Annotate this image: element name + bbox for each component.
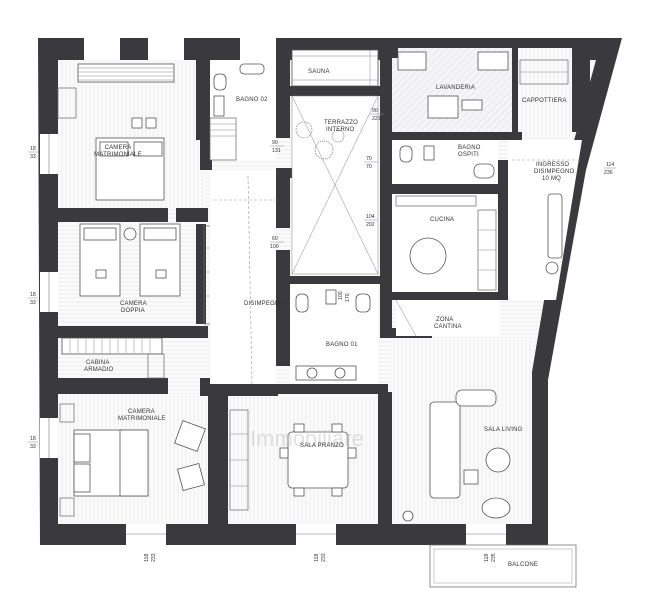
dim-bottom-1-top: 118 <box>144 554 150 562</box>
label-camera-doppia-b: DOPPIA <box>121 308 145 314</box>
label-bagno-02: BAGNO 02 <box>236 97 268 103</box>
dim-cucina-bottom: 202 <box>366 222 375 228</box>
dim-left-2-bottom: 33 <box>30 300 36 306</box>
dim-ingresso-top: 114 <box>606 162 614 168</box>
sala-pranzo-furniture <box>229 409 357 511</box>
camera-2-furniture <box>59 403 206 517</box>
dim-bottom-3-bottom: 235 <box>491 553 497 562</box>
cappottiera-furniture <box>519 59 569 85</box>
lavanderia-furniture <box>397 51 509 119</box>
windows <box>40 38 506 545</box>
watermark: Immobiliare <box>250 426 364 451</box>
label-balcone: BALCONE <box>508 562 538 568</box>
room-labels: CAMERA MATRIMONIALE BAGNO 02 SAUNA LAVAN… <box>84 69 574 568</box>
terrazzo-interno <box>291 95 379 275</box>
dim-bagno01-bottom: 170 <box>345 293 351 302</box>
label-cucina: CUCINA <box>430 217 454 223</box>
label-terrazzo-b: INTERNO <box>326 127 355 133</box>
dim-cucina-top: 104 <box>366 214 375 220</box>
cucina-furniture <box>392 194 498 292</box>
camera-1-furniture <box>57 63 175 201</box>
balcone-area <box>429 544 577 588</box>
bagno-01 <box>290 284 378 384</box>
label-camera-matrimoniale-1a: CAMERA <box>105 145 132 151</box>
label-ingresso-c: 10 MQ <box>542 176 561 182</box>
floor-cappottiera <box>512 48 572 136</box>
dim-bottom-1-bottom: 233 <box>151 553 157 562</box>
label-bagno-01: BAGNO 01 <box>326 342 358 348</box>
label-bagno-ospiti-a: BAGNO <box>458 145 481 151</box>
label-sala-pranzo: SALA PRANZO <box>300 443 344 449</box>
sala-living-furniture <box>402 389 511 522</box>
label-zona-cantina-b: CANTINA <box>434 324 462 330</box>
dim-bagno-ospiti-top: 70 <box>366 156 372 162</box>
label-cabina-armadio-b: ARMADIO <box>84 367 114 373</box>
label-camera-matrimoniale-2b: MATRIMONIALE <box>118 416 166 422</box>
label-bagno-ospiti-b: OSPITI <box>458 152 479 158</box>
interior-walls <box>58 48 590 524</box>
dim-left-1-bottom: 33 <box>30 154 36 160</box>
label-ingresso-a: INGRESSO <box>536 162 569 168</box>
dim-terrazzo-top: 90 <box>272 140 278 146</box>
label-camera-doppia-a: CAMERA <box>120 301 147 307</box>
bagno-ospiti <box>392 140 498 184</box>
label-camera-matrimoniale-1b: MATRIMONIALE <box>94 152 142 158</box>
dim-disimpegno-top: 60 <box>272 236 278 242</box>
dim-terrazzo-bottom: 131 <box>272 148 281 154</box>
dim-disimpegno-bottom: 100 <box>270 244 279 250</box>
label-lavanderia: LAVANDERIA <box>436 85 475 91</box>
dim-bagno-ospiti-bottom: 70 <box>366 164 372 170</box>
dim-left-2-top: 18 <box>30 292 36 298</box>
dimension-labels: 18 33 18 33 18 33 90 221 90 131 70 70 11… <box>28 108 616 562</box>
dim-bottom-2-bottom: 233 <box>321 553 327 562</box>
camera-doppia-furniture <box>79 223 227 325</box>
disimpegno-corridor <box>210 170 276 385</box>
dim-bottom-3-top: 118 <box>484 554 490 562</box>
dim-lavanderia-top: 90 <box>372 108 378 114</box>
zona-cantina <box>395 299 500 337</box>
label-disimpegno: DISIMPEGNO <box>244 301 284 307</box>
ingresso-area <box>508 140 582 300</box>
label-ingresso-b: DISIMPEGNO <box>534 169 574 175</box>
dim-ingresso-bottom: 236 <box>604 170 613 176</box>
dim-left-3-bottom: 33 <box>30 444 36 450</box>
label-zona-cantina-a: ZONA <box>436 317 453 323</box>
label-sala-living: SALA LIVING <box>484 427 523 433</box>
floor-sala-living <box>392 338 532 524</box>
dim-left-3-top: 18 <box>30 436 36 442</box>
dim-lavanderia-bottom: 221 <box>372 116 381 122</box>
label-terrazzo-a: TERRAZZO <box>324 120 358 126</box>
bagno-02 <box>209 60 276 161</box>
label-sauna: SAUNA <box>308 69 330 75</box>
cabina-armadio <box>61 337 165 379</box>
dim-left-1-top: 18 <box>30 146 36 152</box>
dim-bagno01-top: 100 <box>338 291 344 300</box>
dim-bottom-2-top: 118 <box>314 554 320 562</box>
sauna <box>291 49 379 87</box>
label-cabina-armadio-a: CABINA <box>86 360 110 366</box>
label-cappottiera: CAPPOTTIERA <box>522 98 567 104</box>
label-camera-matrimoniale-2a: CAMERA <box>128 409 155 415</box>
